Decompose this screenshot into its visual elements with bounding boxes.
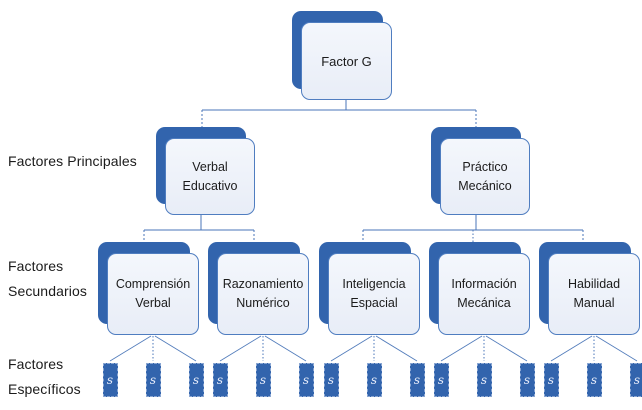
node-label-line: Manual — [573, 296, 615, 310]
node-label-line: Inteligencia — [342, 277, 406, 291]
row-label-factores-secundarios: Factores Secundarios — [8, 254, 87, 304]
node-card: Factor G — [301, 22, 392, 100]
connector-verbal-to-secondary — [143, 213, 255, 242]
specific-factor-box: s — [212, 363, 228, 397]
node-label-line: Mecánica — [457, 296, 511, 310]
specific-factor-box: s — [629, 363, 642, 397]
node-razonamiento-numerico: Razonamiento Numérico — [208, 242, 309, 335]
specific-factor-box: s — [476, 363, 492, 397]
node-label-line: Habilidad — [567, 277, 621, 291]
connector-practico-to-secondary — [362, 213, 584, 242]
node-label-line: Verbal — [192, 159, 228, 174]
specific-factor-box: s — [543, 363, 559, 397]
row-label-line: Factores — [8, 258, 64, 274]
node-verbal-educativo: Verbal Educativo — [156, 127, 255, 215]
node-label-line: Información — [451, 277, 517, 291]
row-label-line: Factores — [8, 356, 64, 372]
specific-factor-box: s — [519, 363, 535, 397]
node-card: Inteligencia Espacial — [328, 253, 420, 335]
specific-factor-box: s — [188, 363, 204, 397]
specific-factor-box: s — [102, 363, 118, 397]
node-label-line: Mecánico — [458, 178, 512, 193]
row-label-line: Específicos — [8, 381, 81, 397]
row-label-line: Factores Principales — [8, 153, 137, 169]
row-label-factores-especificos: Factores Específicos — [8, 352, 81, 402]
node-card: Comprensión Verbal — [107, 253, 199, 335]
row-label-factores-principales: Factores Principales — [8, 149, 137, 174]
node-card: Habilidad Manual — [548, 253, 640, 335]
specific-factor-box: s — [255, 363, 271, 397]
connector-general-to-principal — [201, 98, 477, 127]
node-label-line: Verbal — [135, 296, 171, 310]
node-label-line: Comprensión — [115, 277, 191, 291]
connector-fans-to-specific — [109, 335, 638, 362]
node-inteligencia-espacial: Inteligencia Espacial — [319, 242, 420, 335]
node-card: Información Mecánica — [438, 253, 530, 335]
specific-factor-box: s — [366, 363, 382, 397]
node-card: Verbal Educativo — [165, 138, 255, 215]
node-label-line: Razonamiento — [222, 277, 304, 291]
node-label-line: Espacial — [350, 296, 398, 310]
specific-factor-box: s — [433, 363, 449, 397]
node-habilidad-manual: Habilidad Manual — [539, 242, 640, 335]
specific-factor-box: s — [145, 363, 161, 397]
node-informacion-mecanica: Información Mecánica — [429, 242, 530, 335]
node-card: Razonamiento Numérico — [217, 253, 309, 335]
specific-factor-box: s — [323, 363, 339, 397]
specific-factor-box: s — [586, 363, 602, 397]
node-comprension-verbal: Comprensión Verbal — [98, 242, 199, 335]
specific-factor-box: s — [409, 363, 425, 397]
node-label-line: Numérico — [236, 296, 290, 310]
specific-factor-box: s — [298, 363, 314, 397]
node-practico-mecanico: Práctico Mecánico — [431, 127, 530, 215]
node-label-line: Factor G — [321, 53, 372, 69]
node-label-line: Práctico — [462, 159, 508, 174]
row-label-line: Secundarios — [8, 283, 87, 299]
node-label-line: Educativo — [182, 178, 238, 193]
node-card: Práctico Mecánico — [440, 138, 530, 215]
node-factor-g: Factor G — [292, 11, 392, 100]
